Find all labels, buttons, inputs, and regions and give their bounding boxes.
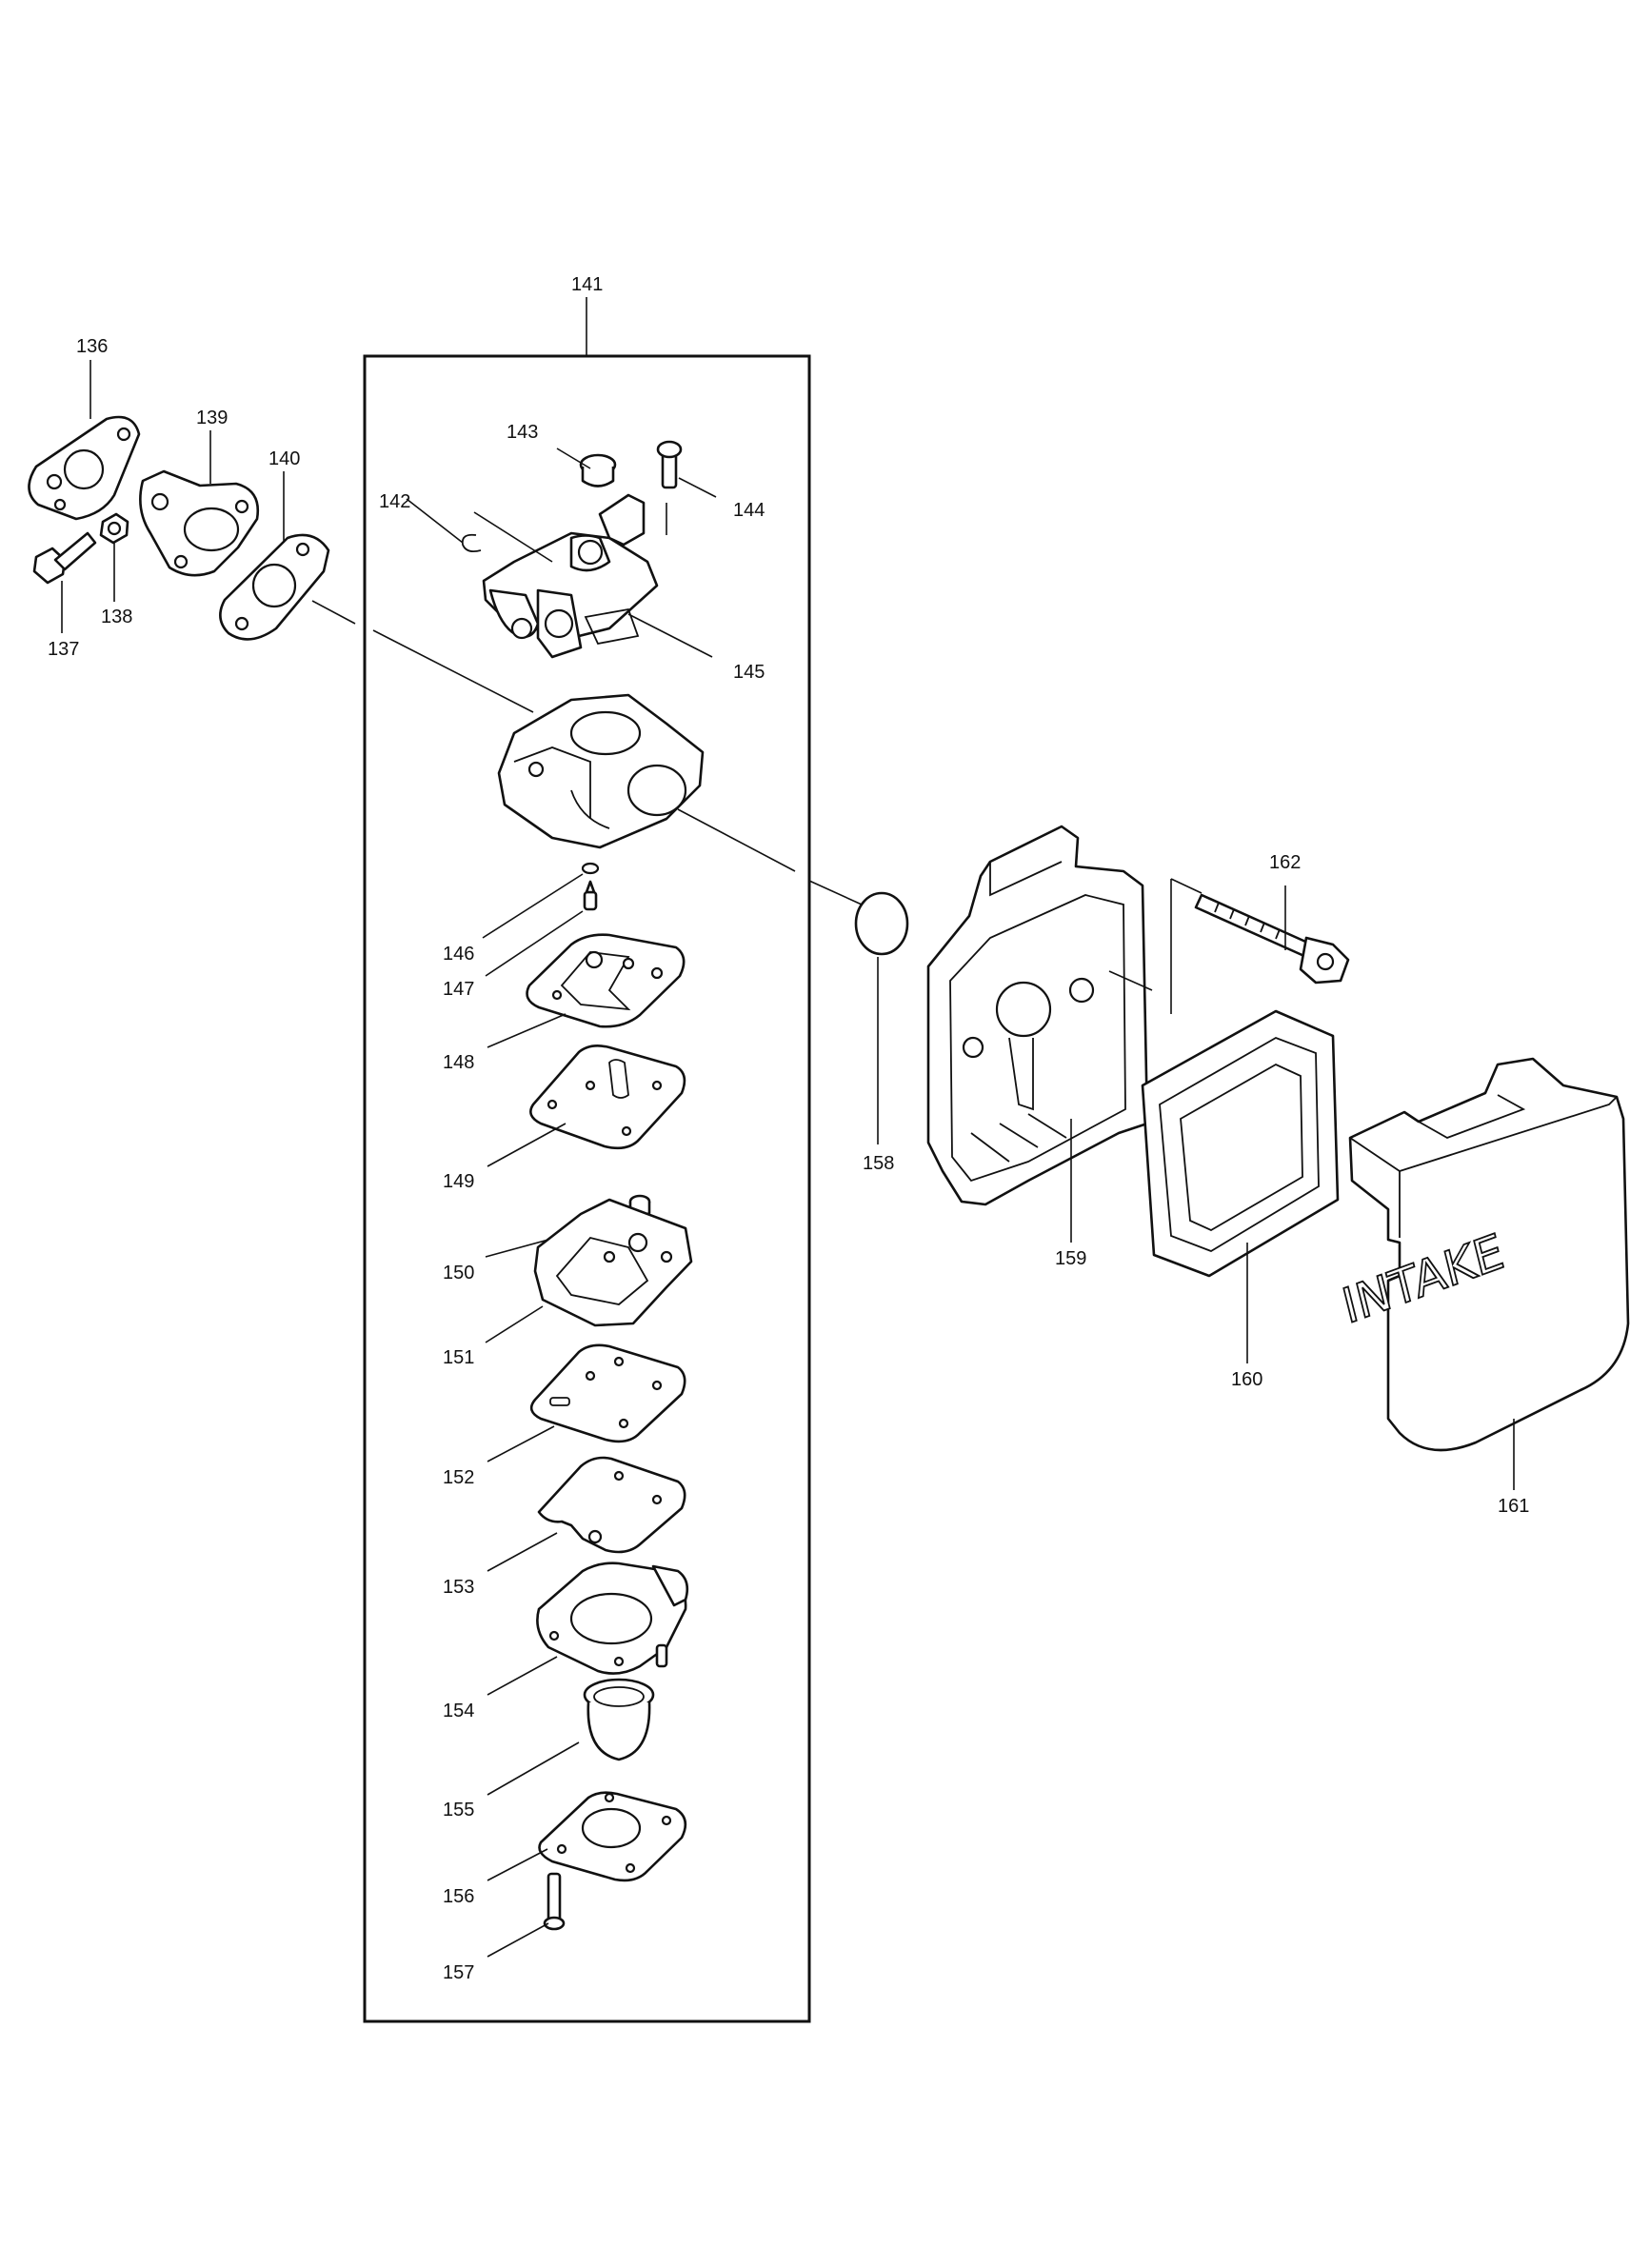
label-141: 141 xyxy=(571,274,603,295)
label-158: 158 xyxy=(863,1153,894,1174)
screw-144 xyxy=(656,440,683,489)
o-ring-146 xyxy=(581,862,600,875)
label-149: 149 xyxy=(443,1171,474,1192)
label-136: 136 xyxy=(76,336,108,357)
label-154: 154 xyxy=(443,1701,474,1721)
label-153: 153 xyxy=(443,1577,474,1598)
needle-147 xyxy=(583,880,598,911)
label-151: 151 xyxy=(443,1347,474,1368)
o-ring-158 xyxy=(854,891,909,956)
label-143: 143 xyxy=(507,422,538,443)
label-140: 140 xyxy=(268,448,300,469)
label-161: 161 xyxy=(1498,1496,1529,1517)
label-147: 147 xyxy=(443,979,474,1000)
label-162: 162 xyxy=(1269,852,1301,873)
label-142: 142 xyxy=(379,491,410,512)
insulator-139 xyxy=(139,469,260,577)
label-146: 146 xyxy=(443,944,474,965)
filter-element-160 xyxy=(1141,1009,1340,1278)
label-150: 150 xyxy=(443,1263,474,1283)
gasket-148 xyxy=(526,933,686,1028)
bolt-137 xyxy=(32,531,97,585)
label-159: 159 xyxy=(1055,1248,1086,1269)
intake-cover-161: INTAKE xyxy=(1336,1057,1630,1452)
label-138: 138 xyxy=(101,607,132,627)
pump-body-151 xyxy=(533,1198,693,1327)
label-155: 155 xyxy=(443,1800,474,1820)
label-148: 148 xyxy=(443,1052,474,1073)
gasket-152 xyxy=(529,1343,686,1443)
carburetor-body xyxy=(497,693,705,849)
label-156: 156 xyxy=(443,1886,474,1907)
bolt-162 xyxy=(1194,893,1350,985)
label-144: 144 xyxy=(733,500,765,521)
flange-156 xyxy=(538,1791,687,1882)
screw-157 xyxy=(543,1872,566,1931)
gasket-136 xyxy=(28,415,141,521)
label-157: 157 xyxy=(443,1962,474,1983)
label-152: 152 xyxy=(443,1467,474,1488)
throttle-lever-145 xyxy=(482,493,659,659)
label-160: 160 xyxy=(1231,1369,1262,1390)
cover-plate-154 xyxy=(536,1562,689,1675)
gasket-140 xyxy=(219,533,330,641)
clip-142 xyxy=(461,533,482,553)
label-139: 139 xyxy=(196,408,228,428)
nut-138 xyxy=(99,512,129,545)
label-137: 137 xyxy=(48,639,79,660)
diaphragm-153 xyxy=(537,1456,686,1554)
air-filter-base-159 xyxy=(926,825,1149,1206)
diaphragm-149 xyxy=(529,1044,686,1150)
primer-bulb-155 xyxy=(583,1678,655,1761)
label-145: 145 xyxy=(733,662,765,683)
screw-143 xyxy=(579,453,617,487)
